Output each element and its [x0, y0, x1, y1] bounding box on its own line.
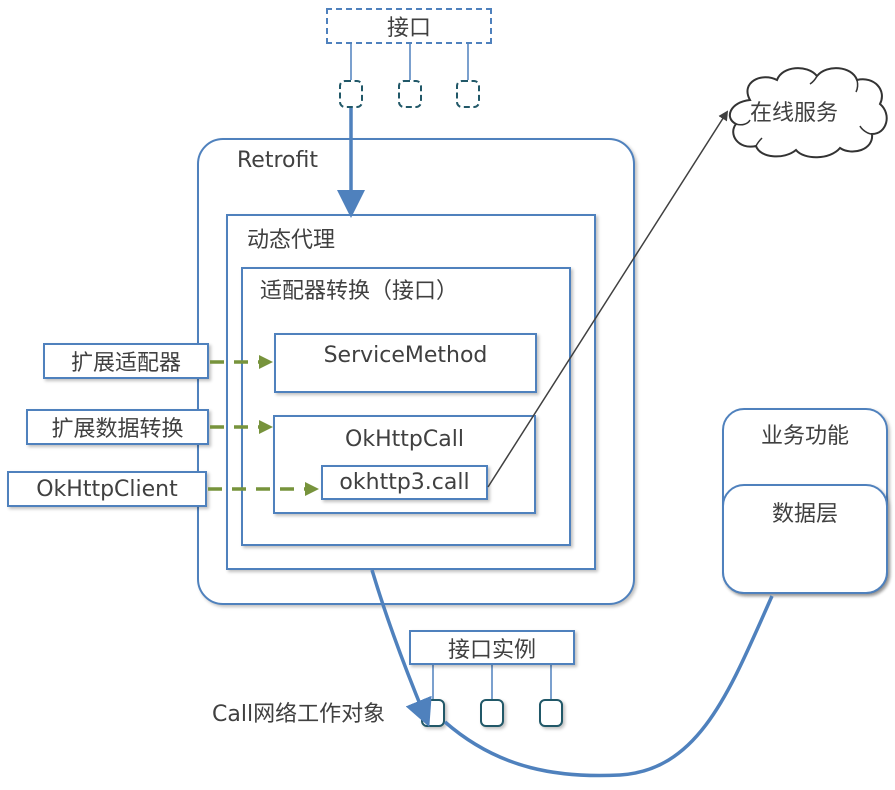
interface-instance-label: 接口实例 [447, 637, 536, 663]
interface-slot-1 [339, 80, 363, 108]
instance-to-data-layer-curve [443, 595, 774, 778]
okhttp-call-label: OkHttpCall [345, 427, 464, 452]
okhttp3-call-box: okhttp3.call [321, 465, 488, 500]
interface-slot-3 [456, 80, 480, 108]
data-layer-label: 数据层 [771, 502, 838, 527]
interface-instance-box: 接口实例 [409, 630, 575, 665]
data-layer-box: 数据层 [722, 484, 888, 594]
extension-converter-label: 扩展数据转换 [51, 417, 184, 442]
online-service-cloud [728, 67, 888, 159]
instance-slot-3 [539, 699, 563, 727]
extension-adapter-label: 扩展适配器 [70, 351, 181, 376]
okhttp-client-label: OkHttpClient [36, 476, 178, 502]
call-object-label: Call网络工作对象 [212, 702, 386, 727]
instance-slot-2 [480, 699, 504, 727]
service-method-label: ServiceMethod [323, 343, 488, 368]
service-method-box: ServiceMethod [274, 333, 537, 393]
adapter-conversion-label: 适配器转换（接口） [260, 279, 459, 304]
interface-box: 接口 [326, 8, 492, 44]
retrofit-label: Retrofit [237, 148, 318, 173]
business-function-label: 业务功能 [760, 424, 849, 449]
interface-label: 接口 [386, 16, 431, 41]
interface-slot-2 [398, 80, 422, 108]
dynamic-proxy-label: 动态代理 [247, 228, 336, 253]
okhttp3-call-label: okhttp3.call [339, 470, 470, 495]
okhttp-client-box: OkHttpClient [7, 471, 207, 507]
online-service-label: 在线服务 [750, 101, 839, 126]
extension-converter-box: 扩展数据转换 [26, 409, 209, 445]
extension-adapter-box: 扩展适配器 [43, 343, 209, 379]
instance-slot-1 [421, 699, 445, 727]
